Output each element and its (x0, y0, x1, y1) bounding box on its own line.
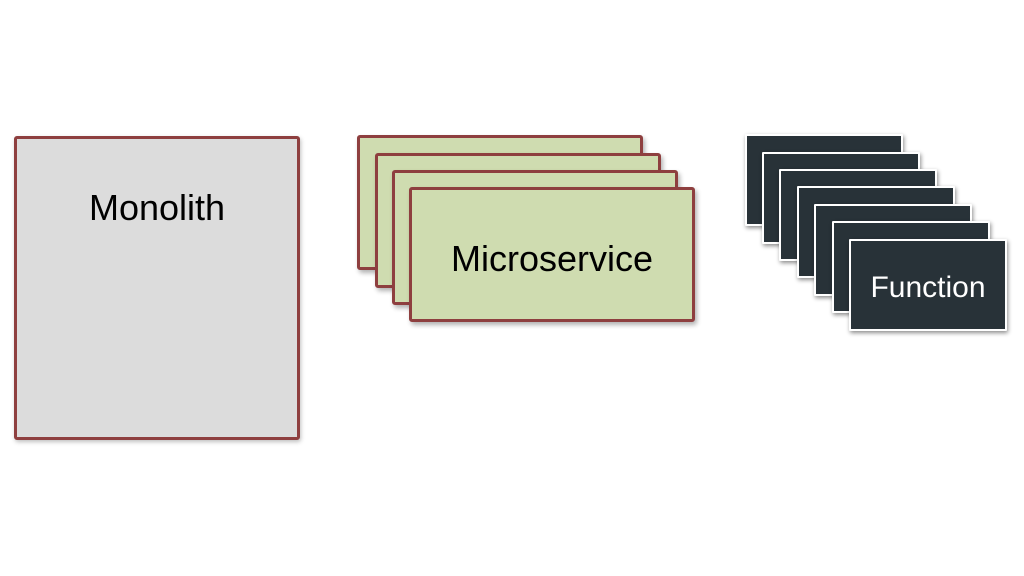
function-card-front: Function (849, 239, 1007, 331)
function-label: Function (870, 271, 986, 304)
monolith-box: Monolith (14, 136, 300, 440)
microservice-card-front: Microservice (409, 187, 695, 322)
monolith-label: Monolith (88, 187, 226, 228)
microservice-label: Microservice (450, 238, 654, 279)
